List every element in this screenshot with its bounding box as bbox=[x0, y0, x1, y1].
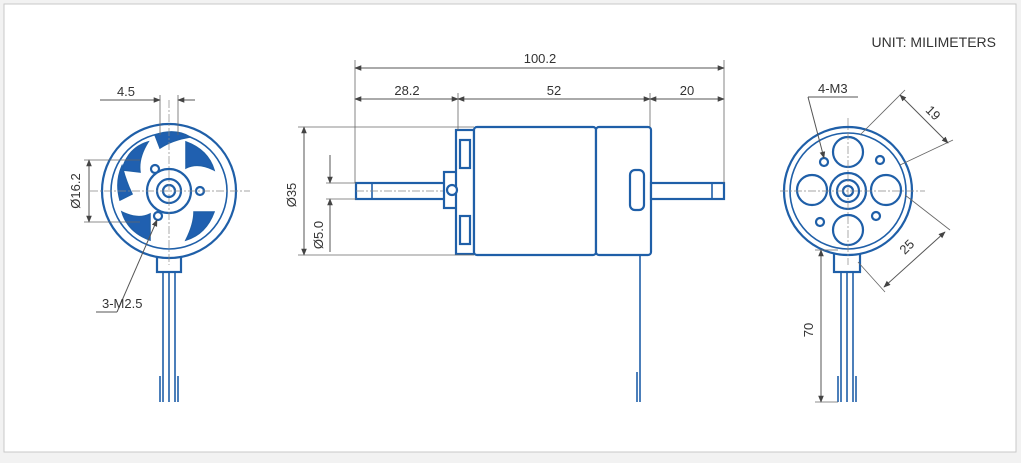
side-rear-shaft bbox=[649, 181, 726, 201]
front-dim-diameter: Ø16.2 bbox=[68, 173, 83, 208]
side-dim-shaft-diameter: Ø5.0 bbox=[311, 221, 326, 249]
side-dim-body-diameter: Ø35 bbox=[284, 183, 299, 208]
front-view: 4.5 Ø16.2 3-M2.5 bbox=[68, 84, 250, 402]
rear-dim-lead-length: 70 bbox=[801, 323, 816, 337]
front-windings bbox=[117, 131, 216, 242]
side-motor-body bbox=[472, 125, 598, 257]
front-hole bbox=[152, 210, 164, 222]
side-dim-body: 52 bbox=[547, 83, 561, 98]
front-dim-holes: 3-M2.5 bbox=[102, 296, 142, 311]
rear-hole bbox=[870, 210, 882, 222]
rear-view: 4-M3 19 25 70 bbox=[780, 81, 954, 403]
rear-hole bbox=[874, 154, 886, 166]
side-dim-rear-shaft: 20 bbox=[680, 83, 694, 98]
front-dim-top: 4.5 bbox=[117, 84, 135, 99]
front-hole bbox=[149, 163, 161, 175]
side-dim-total-length: 100.2 bbox=[524, 51, 557, 66]
rear-dim-holes: 4-M3 bbox=[818, 81, 848, 96]
side-dim-shaft: 28.2 bbox=[394, 83, 419, 98]
rear-hole bbox=[818, 156, 830, 168]
side-view: 100.2 28.2 52 20 Ø35 Ø5.0 bbox=[284, 51, 726, 402]
rear-hole bbox=[814, 216, 826, 228]
unit-note: UNIT: MILIMETERS bbox=[872, 34, 996, 50]
